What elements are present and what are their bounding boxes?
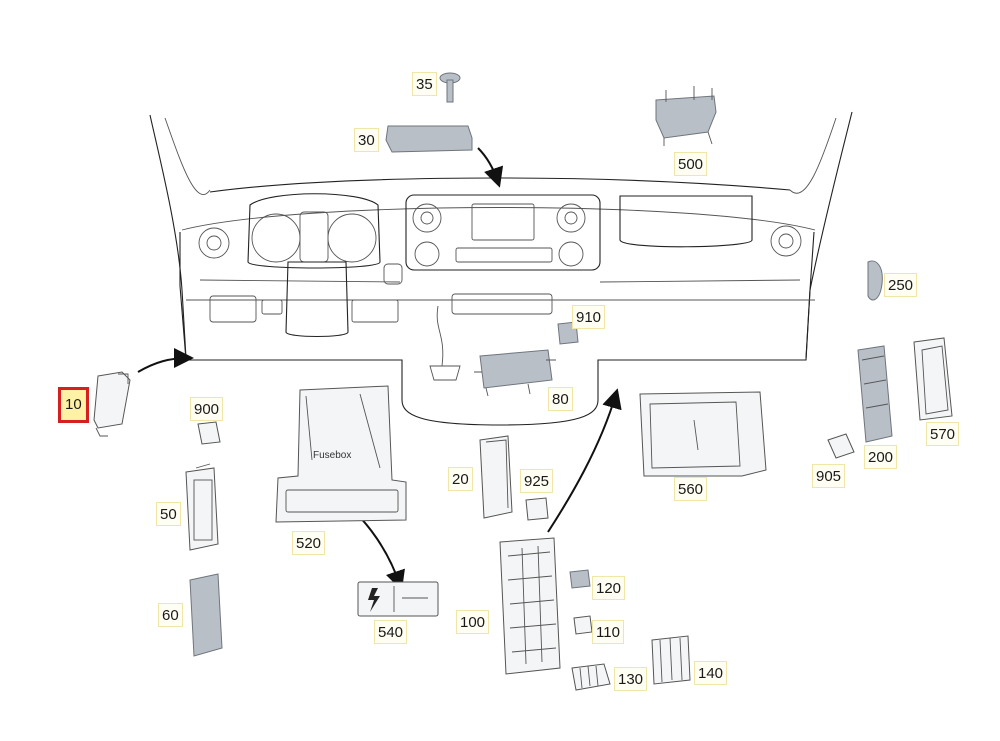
part-20-module[interactable] xyxy=(479,435,513,519)
callout-20[interactable]: 20 xyxy=(448,467,473,491)
callout-120[interactable]: 120 xyxy=(592,576,626,600)
part-570-module[interactable] xyxy=(913,337,953,421)
arrow-30-to-dash xyxy=(477,147,504,188)
part-35-screw[interactable] xyxy=(439,72,461,103)
callout-250[interactable]: 250 xyxy=(884,273,918,297)
part-200-module[interactable] xyxy=(857,345,893,443)
callout-80[interactable]: 80 xyxy=(548,387,573,411)
part-100-control-unit[interactable] xyxy=(499,537,561,675)
part-10-sensor[interactable] xyxy=(93,371,131,437)
callout-30[interactable]: 30 xyxy=(354,128,379,152)
callout-130[interactable]: 130 xyxy=(614,667,648,691)
callout-910[interactable]: 910 xyxy=(572,305,606,329)
callout-50[interactable]: 50 xyxy=(156,502,181,526)
callout-560[interactable]: 560 xyxy=(674,477,708,501)
callout-570[interactable]: 570 xyxy=(926,422,960,446)
part-110-clip[interactable] xyxy=(573,615,593,635)
callout-520[interactable]: 520 xyxy=(292,531,326,555)
callout-140[interactable]: 140 xyxy=(694,661,728,685)
part-900-connector[interactable] xyxy=(197,421,221,445)
callout-35[interactable]: 35 xyxy=(412,72,437,96)
part-120-relay[interactable] xyxy=(569,569,591,589)
callout-60[interactable]: 60 xyxy=(158,603,183,627)
callout-10-selected[interactable]: 10 xyxy=(58,387,89,423)
part-50-module[interactable] xyxy=(185,463,219,551)
part-520-fusebox[interactable]: Fusebox xyxy=(275,385,407,523)
part-540-label[interactable] xyxy=(357,581,439,617)
part-140-connector[interactable] xyxy=(651,635,691,685)
callout-100[interactable]: 100 xyxy=(456,610,490,634)
callout-110[interactable]: 110 xyxy=(592,620,624,644)
part-560-bracket[interactable] xyxy=(639,391,767,477)
part-130-connector[interactable] xyxy=(571,663,611,691)
part-30-module[interactable] xyxy=(385,125,473,153)
part-80-module[interactable] xyxy=(474,349,556,397)
callout-905[interactable]: 905 xyxy=(812,464,846,488)
part-925-connector[interactable] xyxy=(525,497,549,521)
part-500-bracket[interactable] xyxy=(655,86,717,146)
fusebox-label: Fusebox xyxy=(313,450,351,461)
part-905-connector[interactable] xyxy=(827,433,855,459)
arrow-100-to-dash xyxy=(547,388,622,533)
callout-200[interactable]: 200 xyxy=(864,445,898,469)
callout-900[interactable]: 900 xyxy=(190,397,224,421)
part-60-cover[interactable] xyxy=(189,573,223,657)
arrow-10-to-dash xyxy=(137,348,194,373)
part-250-sensor[interactable] xyxy=(867,260,883,301)
callout-540[interactable]: 540 xyxy=(374,620,408,644)
callout-925[interactable]: 925 xyxy=(520,469,554,493)
callout-500[interactable]: 500 xyxy=(674,152,708,176)
